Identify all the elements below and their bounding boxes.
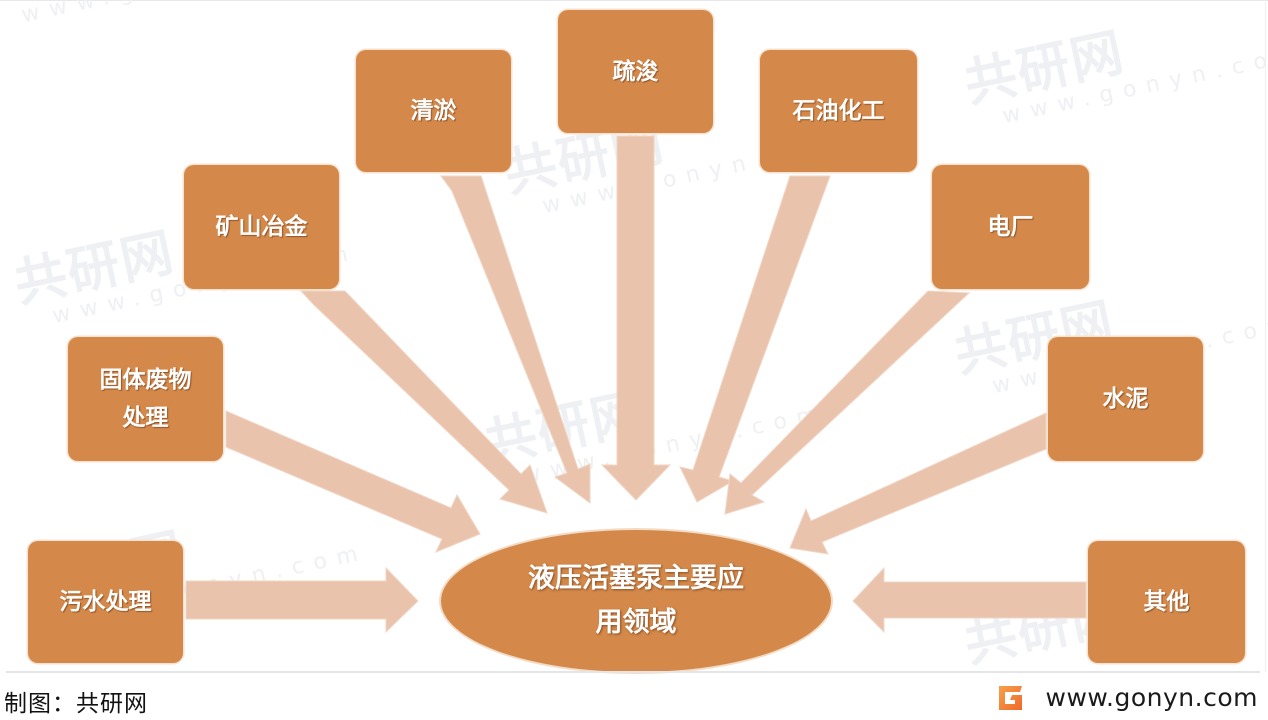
node-mining: 矿山冶金 [184, 165, 339, 289]
arrow-solid-waste [225, 410, 481, 553]
arrow-desilting [440, 175, 591, 504]
footer-divider [6, 671, 1260, 673]
top-border [0, 0, 1268, 1]
node-power-plant: 电厂 [932, 165, 1089, 289]
node-dredging: 疏浚 [558, 10, 713, 133]
arrow-cement [789, 412, 1047, 555]
node-other: 其他 [1088, 541, 1245, 663]
arrow-other [852, 566, 1087, 634]
footer-brand: www.gonyn.com [996, 683, 1258, 712]
center-node: 液压活塞泵主要应 用领域 [441, 530, 831, 672]
chart-credit: 制图：共研网 [4, 691, 148, 717]
node-solid-waste: 固体废物 处理 [68, 337, 223, 461]
arrow-petrochemical [679, 175, 831, 503]
arrow-dredging [600, 135, 672, 501]
right-border [1265, 0, 1266, 672]
gonyn-logo-icon [998, 685, 1022, 710]
node-sewage: 污水处理 [28, 541, 183, 663]
node-petrochemical: 石油化工 [760, 50, 917, 172]
node-desilting: 清淤 [356, 50, 511, 172]
arrow-mining [299, 290, 548, 514]
site-url: www.gonyn.com [1045, 683, 1258, 712]
arrow-power-plant [724, 290, 971, 515]
node-cement: 水泥 [1048, 337, 1203, 461]
arrow-sewage [185, 566, 419, 634]
